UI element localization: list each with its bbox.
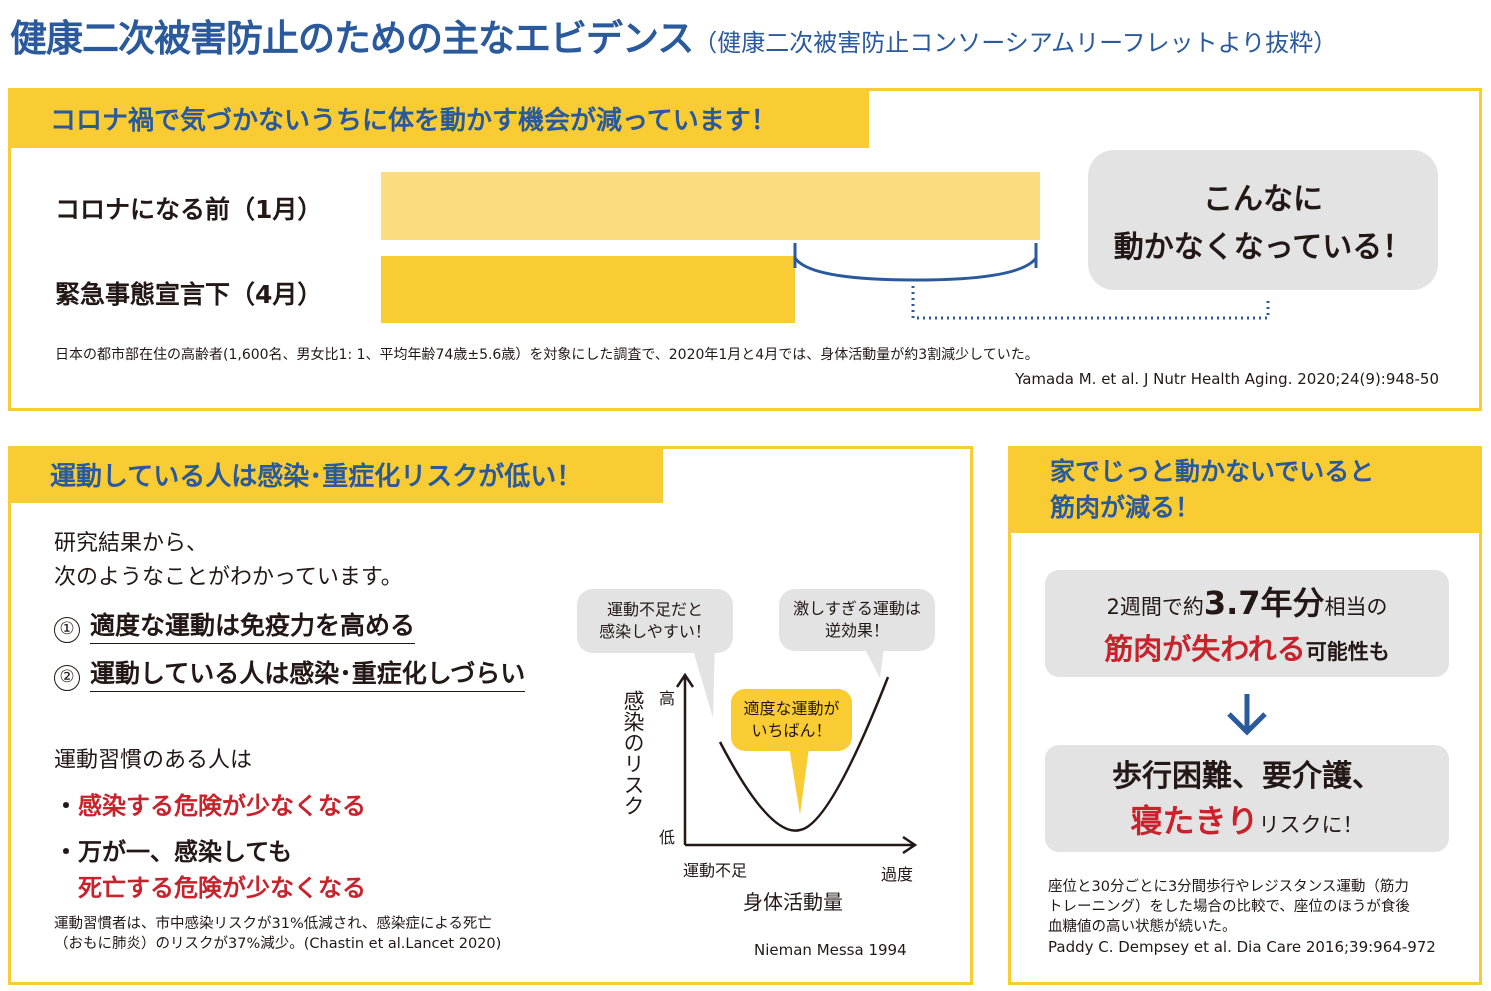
y-high-label: 高 bbox=[659, 689, 676, 708]
bedridden-risk-box: 歩行困難、要介護、 寝たきりリスクに！ bbox=[1045, 745, 1449, 852]
bubble-text: 適度な運動が bbox=[743, 699, 840, 718]
bar-april bbox=[381, 256, 795, 323]
row-label-january: コロナになる前（1月） bbox=[55, 195, 323, 224]
subtitle: （健康二次被害防止コンソーシアムリーフレットより抜粋） bbox=[693, 29, 1338, 57]
heading-line2: 筋肉が減る！ bbox=[1050, 493, 1201, 522]
callout-box: こんなに 動かなくなっている！ bbox=[1088, 150, 1438, 290]
note-line1: 運動習慣者は、市中感染リスクが31%低減され、感染症による死亡 bbox=[54, 916, 492, 932]
x-axis bbox=[685, 835, 918, 855]
x-axis-label: 身体活動量 bbox=[743, 890, 843, 914]
point-1: ① 適度な運動は免疫力を高める bbox=[54, 606, 416, 644]
note-line3: 血糖値の高い状態が続いた。 bbox=[1048, 919, 1237, 935]
bullet-infection-risk: 感染する危険が少なくなる bbox=[78, 792, 366, 820]
bar-january bbox=[381, 172, 1040, 240]
text: 2週間で約 bbox=[1106, 595, 1204, 619]
row-label-april: 緊急事態宣言下（4月） bbox=[55, 280, 323, 309]
text: 可能性も bbox=[1305, 640, 1390, 664]
bullet-death-risk: 死亡する危険が少なくなる bbox=[78, 874, 366, 902]
number-badge: ② bbox=[54, 664, 80, 691]
years-value: 3.7年分 bbox=[1203, 584, 1325, 622]
number-badge: ① bbox=[54, 616, 80, 643]
panel2-heading: 運動している人は感染･重症化リスクが低い！ bbox=[8, 446, 663, 503]
point-2: ② 運動している人は感染･重症化しづらい bbox=[54, 654, 526, 692]
bedridden-text: 寝たきり bbox=[1130, 802, 1259, 840]
text: リスクに！ bbox=[1258, 813, 1364, 837]
panel3-heading: 家でじっと動かないでいると 筋肉が減る！ bbox=[1008, 446, 1482, 533]
chart-citation: Nieman Messa 1994 bbox=[754, 941, 907, 959]
bubble-text: いちばん！ bbox=[751, 721, 832, 740]
bubble-lack-of-exercise: 運動不足だと感染しやすい！ bbox=[577, 589, 733, 653]
intro-line1: 研究結果から、 bbox=[54, 531, 209, 556]
panel1-citation: Yamada M. et al. J Nutr Health Aging. 20… bbox=[1015, 370, 1439, 388]
bubble-moderate-exercise: 適度な運動がいちばん！ bbox=[731, 689, 852, 751]
callout-line1: こんなに bbox=[1203, 182, 1323, 217]
panel3-citation: Paddy C. Dempsey et al. Dia Care 2016;39… bbox=[1048, 938, 1436, 956]
muscle-loss-panel bbox=[1008, 446, 1482, 985]
panel1-heading: コロナ禍で気づかないうちに体を動かす機会が減っています！ bbox=[8, 88, 869, 148]
callout-line2: 動かなくなっている！ bbox=[1113, 230, 1413, 265]
habit-label: 運動習慣のある人は bbox=[54, 748, 253, 773]
x-high-label: 過度 bbox=[881, 865, 914, 884]
arrow-down-icon bbox=[1227, 694, 1267, 736]
y-axis-label: 感染のリスク bbox=[621, 690, 645, 816]
bubble-text: 運動不足だと bbox=[606, 600, 703, 619]
risk-curve bbox=[718, 676, 890, 832]
page-title: 健康二次被害防止のための主なエビデンス（健康二次被害防止コンソーシアムリーフレッ… bbox=[10, 8, 1337, 62]
note-line2: （おもに肺炎）のリスクが37%減少。(Chastin et al.Lancet … bbox=[54, 936, 502, 952]
x-low-label: 運動不足 bbox=[683, 861, 748, 880]
note-line2: トレーニング）をした場合の比較で、座位のほうが食後 bbox=[1048, 899, 1410, 915]
y-low-label: 低 bbox=[659, 828, 676, 847]
panel3-note: 座位と30分ごとに3分間歩行やレジスタンス運動（筋力 トレーニング）をした場合の… bbox=[1048, 877, 1436, 957]
muscle-loss-text: 筋肉が失われる bbox=[1104, 632, 1306, 666]
title-text: 健康二次被害防止のための主なエビデンス bbox=[10, 17, 694, 60]
bubble-text: 逆効果！ bbox=[824, 621, 889, 640]
panel2-note: 運動習慣者は、市中感染リスクが31%低減され、感染症による死亡 （おもに肺炎）の… bbox=[54, 914, 501, 954]
text: 相当の bbox=[1324, 595, 1388, 619]
bullet: ・ bbox=[54, 838, 78, 866]
bullet: ・ bbox=[54, 792, 78, 820]
heading-line1: 家でじっと動かないでいると bbox=[1050, 457, 1375, 486]
bullet-if-infected: 万が一、感染しても bbox=[78, 838, 293, 866]
bubble-mid-tail bbox=[788, 740, 810, 815]
intro-text: 研究結果から、 次のようなことがわかっています。 bbox=[54, 527, 403, 595]
bubble-text: 感染しやすい！ bbox=[599, 622, 711, 641]
y-axis bbox=[675, 672, 695, 845]
bubble-text: 激しすぎる運動は bbox=[793, 599, 921, 618]
bubble-too-much-exercise: 激しすぎる運動は逆効果！ bbox=[779, 589, 935, 651]
survey-note: 日本の都市部在住の高齢者(1,600名、男女比1: 1、平均年齢74歳±5.6歳… bbox=[55, 347, 1039, 363]
intro-line2: 次のようなことがわかっています。 bbox=[54, 565, 403, 590]
muscle-loss-box: 2週間で約3.7年分相当の 筋肉が失われる可能性も bbox=[1045, 570, 1449, 677]
decline-bracket bbox=[793, 243, 1270, 320]
bubble-left-tail bbox=[690, 640, 715, 718]
note-line1: 座位と30分ごとに3分間歩行やレジスタンス運動（筋力 bbox=[1048, 879, 1409, 895]
risk-line1: 歩行困難、要介護、 bbox=[1112, 759, 1382, 794]
point-text: 運動している人は感染･重症化しづらい bbox=[90, 659, 526, 692]
point-text: 適度な運動は免疫力を高める bbox=[90, 611, 416, 644]
